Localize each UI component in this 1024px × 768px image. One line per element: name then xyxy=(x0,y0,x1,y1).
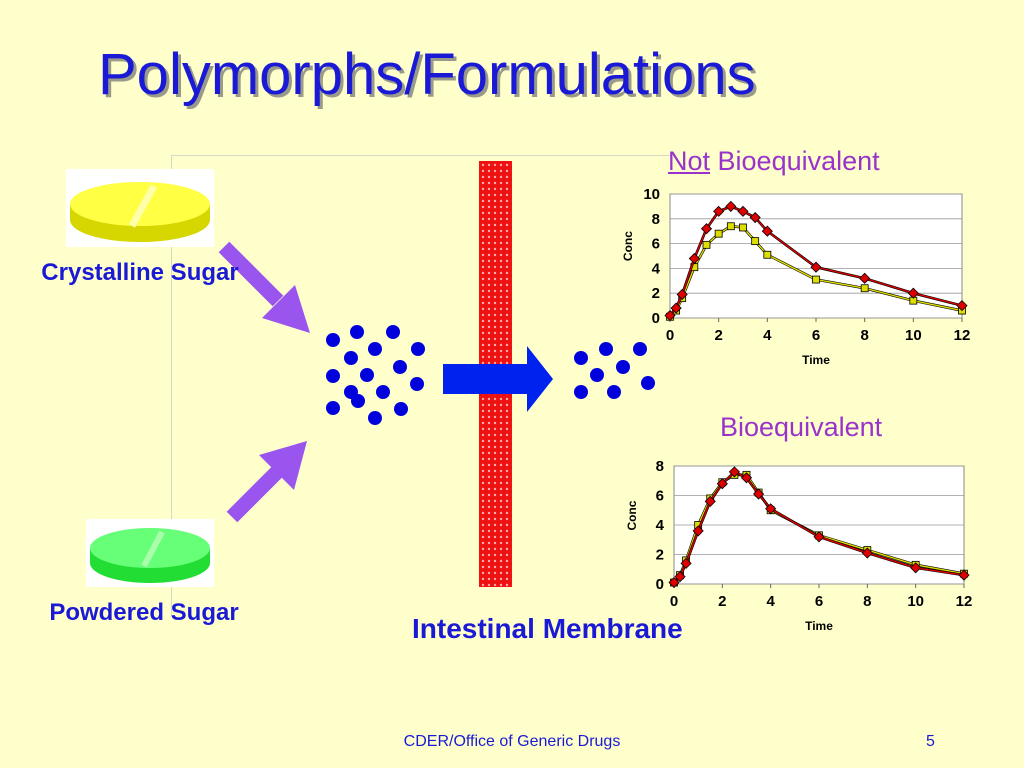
data-point xyxy=(860,284,869,293)
data-point xyxy=(716,478,728,490)
x-tick-label: 4 xyxy=(766,593,775,610)
y-tick-label: 2 xyxy=(652,285,660,302)
data-point xyxy=(674,571,686,583)
x-tick-label: 0 xyxy=(670,593,678,610)
data-point xyxy=(680,557,692,569)
data-point xyxy=(700,223,713,235)
y-tick-label: 0 xyxy=(656,576,664,593)
x-tick-label: 12 xyxy=(956,593,973,610)
data-point xyxy=(907,287,919,299)
bioequivalent-heading: Bioequivalent xyxy=(720,412,883,442)
data-point xyxy=(692,525,704,537)
y-tick-label: 8 xyxy=(652,211,660,228)
data-point xyxy=(688,252,700,265)
data-point xyxy=(725,200,737,212)
data-point xyxy=(812,275,820,284)
page-number: 5 xyxy=(926,733,935,750)
data-point xyxy=(664,309,676,322)
data-point xyxy=(810,261,822,273)
data-point xyxy=(714,229,723,238)
y-axis-label: Conc xyxy=(621,231,635,261)
y-tick-label: 2 xyxy=(656,547,664,564)
x-tick-label: 4 xyxy=(763,327,772,344)
plot-area xyxy=(669,193,963,319)
y-tick-label: 6 xyxy=(652,236,660,253)
x-axis-label: Time xyxy=(802,353,830,367)
intestinal-membrane-label: Intestinal Membrane xyxy=(412,613,683,644)
data-point xyxy=(676,288,688,301)
data-point xyxy=(753,488,765,500)
y-tick-label: 0 xyxy=(652,310,660,327)
y-tick-label: 4 xyxy=(652,260,661,277)
x-tick-label: 8 xyxy=(860,327,868,344)
x-tick-label: 6 xyxy=(812,327,820,344)
y-tick-label: 8 xyxy=(656,458,664,475)
data-point xyxy=(670,302,682,314)
x-tick-label: 8 xyxy=(863,593,871,610)
absorbed-particles-cluster xyxy=(574,342,655,399)
data-point xyxy=(728,466,740,478)
x-tick-label: 10 xyxy=(905,327,922,344)
data-point xyxy=(702,240,711,249)
x-tick-label: 2 xyxy=(718,593,726,610)
not-bioequivalent-rest: Bioequivalent xyxy=(710,146,880,176)
y-axis-label: Conc xyxy=(625,500,639,530)
x-tick-label: 10 xyxy=(907,593,924,610)
data-point xyxy=(713,205,725,217)
data-point xyxy=(739,223,747,232)
data-point xyxy=(765,503,777,515)
data-point xyxy=(958,569,970,581)
powdered-tablet-icon xyxy=(86,519,214,587)
footer-text: CDER/Office of Generic Drugs xyxy=(403,733,621,750)
series-line-0 xyxy=(669,205,963,316)
y-tick-label: 10 xyxy=(643,186,660,203)
data-point xyxy=(813,531,825,543)
data-point xyxy=(859,272,871,284)
diagram-frame xyxy=(171,155,672,616)
x-tick-label: 12 xyxy=(954,327,971,344)
data-point xyxy=(740,472,753,484)
x-tick-label: 6 xyxy=(815,593,823,610)
crystalline-tablet-icon xyxy=(66,169,214,247)
powdered-arrow-icon xyxy=(226,441,307,523)
data-point xyxy=(763,250,772,259)
x-tick-label: 0 xyxy=(666,327,674,344)
data-point xyxy=(910,562,922,574)
y-tick-label: 6 xyxy=(656,488,664,505)
dissolved-particles-cluster xyxy=(326,325,425,425)
slide-title: Polymorphs/Formulations xyxy=(98,42,756,107)
x-tick-label: 2 xyxy=(714,327,722,344)
crystalline-arrow-icon xyxy=(218,241,310,333)
x-axis-label: Time xyxy=(805,619,833,633)
data-point xyxy=(761,225,773,237)
not-word: Not xyxy=(668,146,711,176)
data-point xyxy=(956,300,968,312)
transport-arrow-icon xyxy=(443,346,553,412)
data-point xyxy=(749,211,761,224)
data-point xyxy=(726,222,735,231)
data-point xyxy=(751,237,760,246)
data-point xyxy=(861,547,873,559)
absorption-diagram xyxy=(66,161,655,587)
data-point xyxy=(704,495,716,507)
data-point xyxy=(668,576,680,589)
crystalline-sugar-label: Crystalline Sugar xyxy=(41,259,239,286)
data-point xyxy=(737,205,749,217)
series-line-0 xyxy=(673,471,965,584)
powdered-sugar-label: Powdered Sugar xyxy=(49,599,239,626)
y-tick-label: 4 xyxy=(656,517,665,534)
not-bioequivalent-heading: Not Bioequivalent xyxy=(668,148,880,175)
